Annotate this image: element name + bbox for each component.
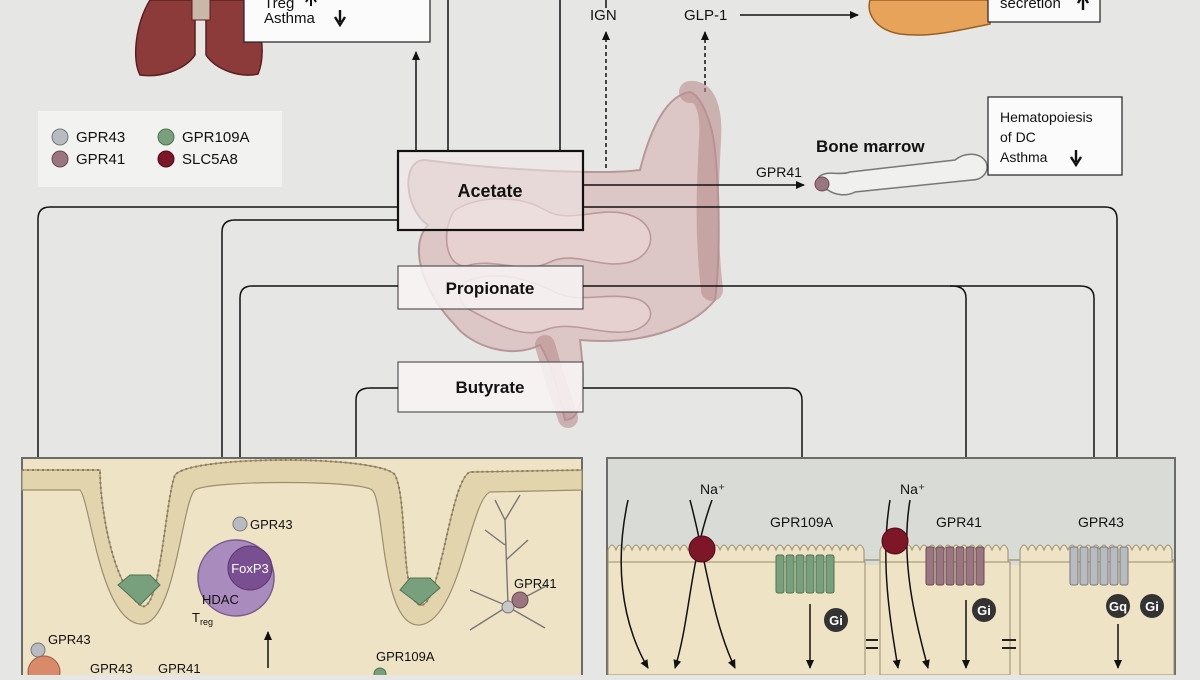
secretion-up-arrow	[1076, 0, 1090, 10]
legend-gpr43-dot	[51, 128, 69, 146]
bone-gpr41-label: GPR41	[756, 164, 802, 180]
pancreas-illustration	[868, 0, 991, 36]
butyrate-label: Butyrate	[456, 378, 525, 397]
neuron-gpr41-receptor	[511, 591, 529, 609]
propionate-label: Propionate	[446, 279, 535, 298]
gi-label-3: Gi	[1145, 599, 1159, 614]
legend-gpr41-label: GPR41	[76, 151, 125, 168]
bottom-gpr41-label: GPR41	[158, 661, 201, 675]
na-transport-arrow-4	[885, 499, 901, 669]
asthma-down-arrow-lung	[333, 10, 347, 28]
acetate-to-hdac-line	[214, 219, 398, 581]
butyrate-to-gut-line	[352, 387, 398, 669]
bottom-gpr43-label: GPR43	[90, 661, 133, 675]
receptor-legend	[38, 111, 282, 187]
gi-protein-3	[1140, 594, 1164, 618]
acetate-box	[396, 149, 585, 232]
gpr43-epi-label: GPR43	[1078, 514, 1124, 530]
legend-slc5a8-label: SLC5A8	[182, 151, 238, 168]
treg-gpr43-label: GPR43	[250, 517, 293, 532]
gi-protein-2	[972, 598, 996, 622]
bone-illustration	[816, 153, 988, 196]
propionate-box	[397, 265, 584, 310]
propionate-to-gpr43-line	[950, 285, 1098, 501]
ign-label: IGN	[590, 7, 617, 24]
gi-label-2: Gi	[977, 603, 991, 618]
immune-cell	[27, 655, 61, 680]
lung-illustration	[134, 0, 263, 77]
neuron-illustration	[469, 494, 549, 631]
bottom-left-gpr43-receptor	[30, 642, 46, 658]
acetate-to-gpr43-line	[583, 206, 1121, 501]
gi-protein-1	[824, 608, 848, 632]
legend-gpr43-label: GPR43	[76, 129, 125, 146]
slc5a8-transporter-2	[881, 527, 909, 555]
na-label-2: Na⁺	[900, 481, 925, 497]
lung-asthma-label: Asthma	[264, 10, 316, 27]
gut-tissue-panel	[21, 457, 583, 679]
legend-gpr109a-dot	[157, 128, 175, 146]
acetate-label: Acetate	[457, 181, 522, 201]
slc5a8-transporter-1	[688, 535, 716, 563]
na-transport-arrow-5	[905, 499, 930, 669]
bone-marrow-title: Bone marrow	[816, 137, 925, 156]
acetate-to-leftgut-line	[34, 206, 398, 631]
treg-label: Treg	[192, 610, 213, 627]
gq-label: Gq	[1109, 599, 1127, 614]
na-label-1: Na⁺	[700, 481, 725, 497]
gpr109a-epi-label: GPR109A	[770, 514, 834, 530]
legend-slc5a8-dot	[157, 150, 175, 168]
treg-up-arrow	[305, 0, 317, 6]
butyrate-box	[397, 361, 584, 413]
secretion-label: secretion	[1000, 0, 1061, 12]
pancreas-effect-box	[987, 0, 1101, 23]
lung-treg-label: Treg	[264, 0, 294, 12]
bottom-gpr109a-label: GPR109A	[376, 649, 435, 664]
bottom-gpr109a-receptor	[373, 667, 387, 680]
bone-gpr41-receptor	[814, 176, 830, 192]
legend-gpr109a-label: GPR109A	[182, 129, 250, 146]
asthma-down-arrow-bone	[1069, 150, 1083, 168]
treg-gpr43-receptor	[232, 516, 248, 532]
neuron-gpr41-label: GPR41	[514, 576, 557, 591]
na-transport-arrow-2	[673, 499, 713, 669]
hdac-label: HDAC	[202, 592, 239, 607]
gpr41-epi-label: GPR41	[936, 514, 982, 530]
bone-box-line2: of DC	[1000, 129, 1036, 145]
gpr43-receptor-helices	[1069, 546, 1129, 586]
bone-box-line1: Hematopoiesis	[1000, 109, 1093, 125]
bone-box-line3: Asthma	[1000, 149, 1048, 165]
gpr109a-receptor-helices	[775, 554, 835, 594]
legend-gpr41-dot	[51, 150, 69, 168]
gpr41-receptor-helices	[925, 546, 985, 586]
bone-effect-box	[987, 96, 1123, 176]
foxp3-nucleus	[227, 545, 273, 591]
na-transport-arrow-3	[689, 499, 736, 669]
na-transport-arrow-1	[620, 499, 649, 669]
bottom-left-gpr43-label: GPR43	[48, 632, 91, 647]
gq-protein	[1106, 594, 1130, 618]
glp1-label: GLP-1	[684, 7, 727, 24]
butyrate-to-gpr109a-line	[583, 387, 806, 499]
gi-label-1: Gi	[829, 613, 843, 628]
propionate-to-treg-line	[236, 285, 398, 513]
foxp3-label: FoxP3	[231, 561, 269, 576]
